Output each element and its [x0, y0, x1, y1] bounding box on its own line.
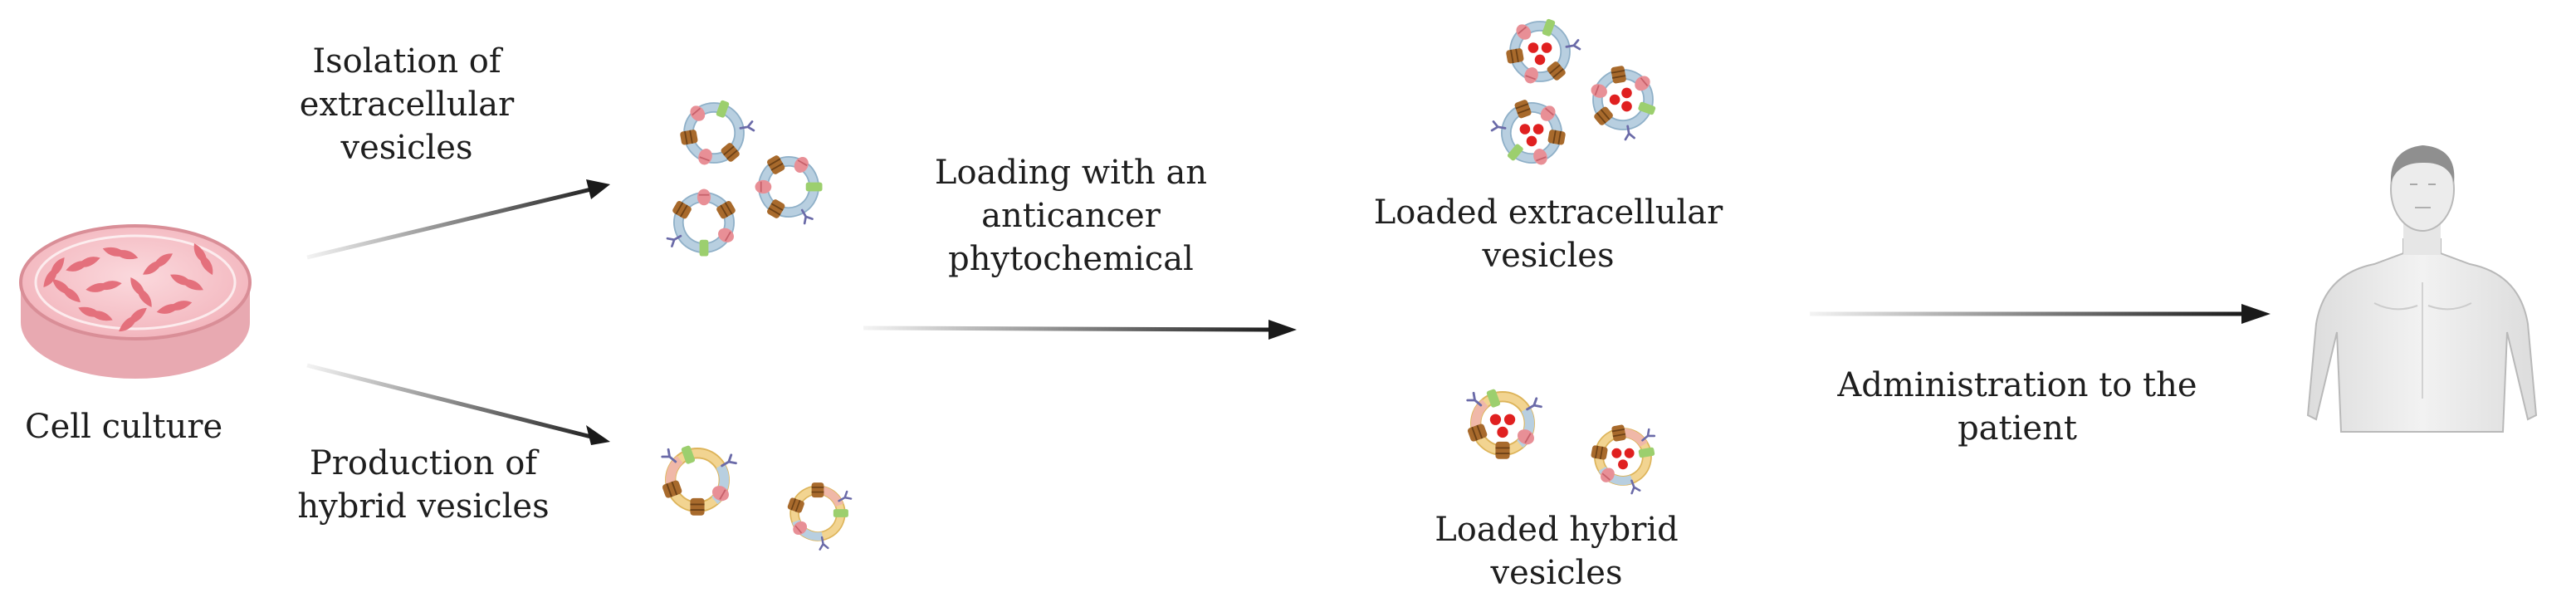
isolated-vesicles-icon: [655, 100, 833, 267]
loaded-hybrid-vesicles-icon: [1467, 389, 1659, 497]
label-production: Production of hybrid vesicles: [297, 444, 550, 526]
petri-dish-icon: [19, 224, 252, 379]
label-isolation: Isolation of extracellular vesicles: [299, 42, 515, 167]
hybrid-vesicles-icon: [662, 445, 857, 555]
label-loading: Loading with an anticancer phytochemical: [934, 154, 1208, 278]
label-loaded-hybrid-vesicles: Loaded hybrid vesicles: [1435, 511, 1679, 592]
patient-body-icon: [2306, 145, 2538, 433]
loaded-extracellular-vesicles-icon: [1483, 18, 1656, 176]
label-loaded-extracellular-vesicles: Loaded extracellular vesicles: [1373, 193, 1723, 275]
label-administration: Administration to the patient: [1837, 366, 2197, 448]
arrow-administration: [1810, 304, 2270, 324]
arrow-to-isolated-vesicles: [306, 179, 610, 260]
arrow-loading: [863, 320, 1297, 340]
label-cell-culture: Cell culture: [25, 408, 223, 446]
arrow-to-hybrid-vesicles: [306, 363, 610, 445]
